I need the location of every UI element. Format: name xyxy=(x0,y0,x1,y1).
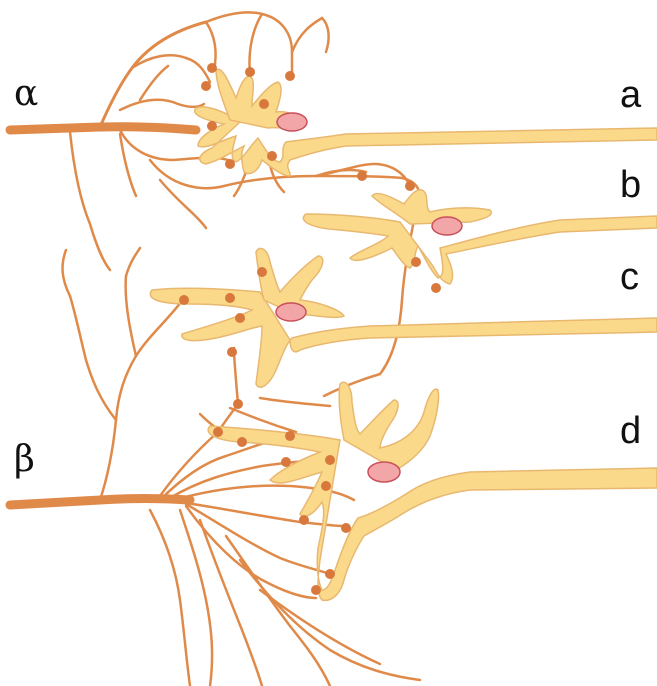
neuron-c-label: c xyxy=(620,258,639,296)
synapse-bouton xyxy=(257,267,267,277)
alpha-branch xyxy=(324,374,380,396)
beta-branch xyxy=(260,398,330,406)
neuron-c-cell-body xyxy=(150,288,657,387)
alpha-branch xyxy=(100,22,206,127)
alpha-branch xyxy=(140,66,168,100)
beta-fiber-label: β xyxy=(14,442,35,478)
alpha-branch xyxy=(250,14,263,74)
synapse-bouton xyxy=(201,81,211,91)
neuron-b-label: b xyxy=(620,166,641,204)
synapse-bouton xyxy=(311,585,321,595)
neuron-d-label: d xyxy=(620,412,641,450)
beta-branch xyxy=(63,250,70,296)
beta-branch xyxy=(70,296,116,420)
synapse-bouton xyxy=(235,313,245,323)
synapse-bouton xyxy=(225,159,235,169)
neuron-d xyxy=(208,382,657,600)
neuron-c xyxy=(150,248,657,387)
synapse-bouton xyxy=(267,151,277,161)
synapse-bouton xyxy=(299,515,309,525)
synapse-bouton xyxy=(227,347,237,357)
synapse-bouton xyxy=(179,295,189,305)
neuron-b-nucleus xyxy=(432,217,462,235)
neuron-b-cell-body xyxy=(303,214,657,284)
synapse-bouton xyxy=(431,283,441,293)
synapse-bouton xyxy=(237,437,247,447)
synapse-bouton xyxy=(405,181,415,191)
alpha-branch xyxy=(120,100,204,110)
synapse-bouton xyxy=(281,457,291,467)
synapse-bouton xyxy=(341,523,351,533)
neuron-a xyxy=(195,69,657,176)
neuron-d-nucleus xyxy=(368,462,400,482)
alpha-branch xyxy=(10,127,196,130)
beta-branch xyxy=(150,510,190,686)
synapse-bouton xyxy=(233,399,243,409)
neuron-b xyxy=(303,190,657,284)
synapse-bouton xyxy=(207,63,217,73)
alpha-branch xyxy=(292,18,329,52)
beta-branch xyxy=(126,276,136,356)
synapse-bouton xyxy=(325,455,335,465)
synapse-bouton xyxy=(207,121,217,131)
synapse-bouton xyxy=(225,293,235,303)
alpha-branch xyxy=(70,132,110,270)
neuron-a-nucleus xyxy=(277,113,307,131)
neuron-a-label: a xyxy=(620,76,641,114)
synapse-bouton xyxy=(245,67,255,77)
synapse-bouton xyxy=(325,569,335,579)
beta-fiber-branches xyxy=(10,248,420,686)
beta-branch xyxy=(226,536,330,686)
synapse-bouton xyxy=(285,431,295,441)
beta-branch xyxy=(260,590,380,664)
neuron-b-dendrites xyxy=(372,190,491,224)
beta-branch xyxy=(234,348,238,404)
alpha-fiber-label: α xyxy=(14,76,38,112)
synapse-bouton xyxy=(259,99,269,109)
beta-branch xyxy=(126,248,140,276)
synapse-bouton xyxy=(285,71,295,81)
beta-branch xyxy=(186,506,316,598)
alpha-branch xyxy=(186,58,210,82)
beta-branch xyxy=(100,298,184,500)
beta-branch xyxy=(180,510,212,686)
synapse-bouton xyxy=(411,257,421,267)
synapse-bouton xyxy=(213,427,223,437)
neuron-d-dendrites xyxy=(339,382,438,470)
alpha-branch xyxy=(206,22,216,70)
synapse-bouton xyxy=(321,481,331,491)
neuron-d-cell-body xyxy=(208,426,657,600)
synapse-bouton xyxy=(357,171,367,181)
neuron-c-nucleus xyxy=(276,303,306,321)
